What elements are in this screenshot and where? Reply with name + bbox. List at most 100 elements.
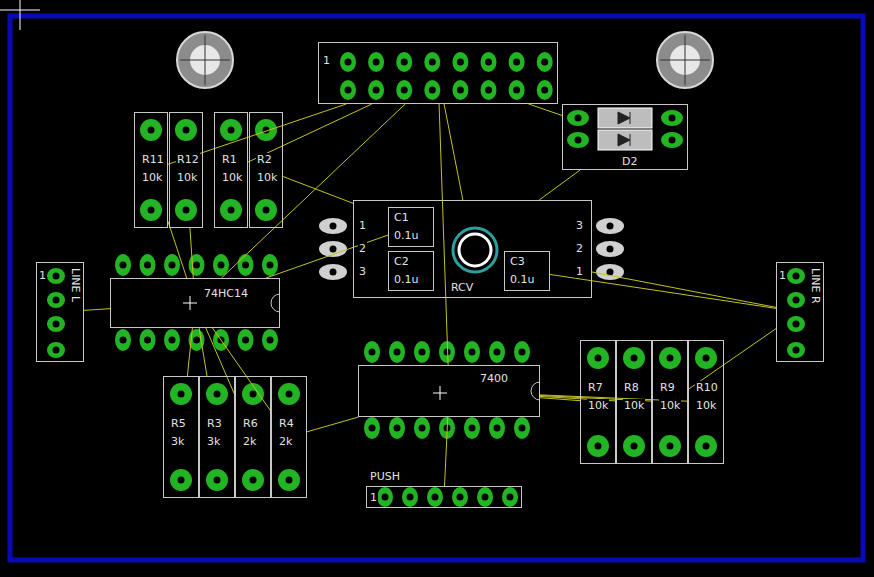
drill-hole — [607, 246, 614, 253]
solder-pad — [623, 347, 645, 369]
pcb-component: R1010k — [688, 340, 724, 464]
drill-hole — [793, 321, 800, 328]
solder-pad — [477, 487, 493, 507]
drill-hole — [369, 349, 376, 356]
airwire — [444, 104, 463, 200]
drill-hole — [218, 262, 225, 269]
pcb-component: RCVC10.1uC20.1uC30.1u — [353, 200, 592, 298]
solder-pad — [368, 52, 384, 72]
drill-hole — [595, 355, 602, 362]
drill-hole — [53, 347, 60, 354]
pcb-component: LINE R1 — [776, 262, 824, 362]
drill-hole — [419, 425, 426, 432]
component-label: R4 — [278, 417, 295, 430]
pcb-component: LINE L1 — [36, 262, 84, 362]
drill-hole — [485, 59, 492, 66]
drill-hole — [242, 337, 249, 344]
component-label: R10 — [695, 381, 719, 394]
drill-hole — [183, 127, 190, 134]
pcb-component: R210k — [249, 112, 283, 228]
component-label: 10k — [176, 171, 198, 184]
solder-pad — [452, 80, 468, 100]
solder-pad — [368, 80, 384, 100]
solder-pad — [115, 254, 131, 276]
drill-hole — [703, 355, 710, 362]
pin-number: 3 — [358, 265, 367, 278]
solder-pad — [452, 52, 468, 72]
component-label: LINE L — [69, 267, 82, 303]
solder-pad — [509, 80, 525, 100]
drill-hole — [53, 273, 60, 280]
pcb-component: R710k — [580, 340, 616, 464]
solder-pad — [340, 80, 356, 100]
drill-hole — [345, 59, 352, 66]
chip-notch — [531, 382, 540, 400]
solder-pad — [206, 469, 228, 491]
solder-pad — [787, 268, 805, 284]
solder-pad — [47, 342, 65, 358]
airwire — [445, 417, 448, 486]
pcb-component: R1210k — [169, 112, 203, 228]
solder-pad — [278, 383, 300, 405]
diode-symbol — [618, 134, 630, 146]
pcb-component: R910k — [652, 340, 688, 464]
mounting-hole — [657, 32, 713, 88]
component-label: 0.1u — [509, 273, 535, 286]
drill-hole — [228, 127, 235, 134]
drill-hole — [144, 262, 151, 269]
drill-hole — [148, 127, 155, 134]
solder-pad — [402, 487, 418, 507]
drill-hole — [53, 297, 60, 304]
solder-pad — [364, 417, 380, 439]
component-label: R8 — [623, 381, 640, 394]
solder-pad — [242, 469, 264, 491]
drill-hole — [394, 349, 401, 356]
component-label: R2 — [256, 153, 273, 166]
pcb-component: R1110k — [134, 112, 168, 228]
pin-number: 2 — [575, 242, 584, 255]
pcb-component: 7400 — [358, 365, 540, 417]
drill-hole — [120, 337, 127, 344]
solder-pad — [659, 435, 681, 457]
pcb-component: R53k — [163, 376, 199, 498]
solder-pad — [623, 435, 645, 457]
solder-pad — [189, 254, 205, 276]
solder-pad — [509, 52, 525, 72]
pcb-component: R33k — [199, 376, 235, 498]
solder-pad — [238, 329, 254, 351]
solder-pad — [220, 199, 242, 221]
drill-hole — [178, 477, 185, 484]
drill-hole — [595, 443, 602, 450]
airwire — [199, 328, 207, 376]
drill-hole — [485, 87, 492, 94]
pcb-component: R110k — [214, 112, 248, 228]
solder-pad — [164, 329, 180, 351]
drill-hole — [193, 262, 200, 269]
component-label: 74HC14 — [203, 287, 249, 300]
drill-hole — [669, 137, 676, 144]
component-label: LINE R — [809, 267, 822, 305]
drill-hole — [513, 59, 520, 66]
pin-number: 3 — [575, 219, 584, 232]
pcb-component: C30.1u — [504, 251, 550, 291]
solder-pad — [596, 241, 624, 257]
solder-pad — [262, 329, 278, 351]
drill-hole — [432, 494, 439, 501]
drill-hole — [373, 87, 380, 94]
solder-pad — [502, 487, 518, 507]
solder-pad — [481, 52, 497, 72]
solder-pad — [587, 347, 609, 369]
component-label: 10k — [256, 171, 278, 184]
solder-pad — [661, 132, 683, 148]
drill-hole — [519, 349, 526, 356]
solder-pad — [661, 110, 683, 126]
solder-pad — [340, 52, 356, 72]
component-label: R1 — [221, 153, 238, 166]
solder-pad — [695, 435, 717, 457]
solder-pad — [489, 417, 505, 439]
component-label: 7400 — [479, 372, 509, 385]
drill-hole — [369, 425, 376, 432]
solder-pad — [255, 199, 277, 221]
drill-hole — [793, 347, 800, 354]
